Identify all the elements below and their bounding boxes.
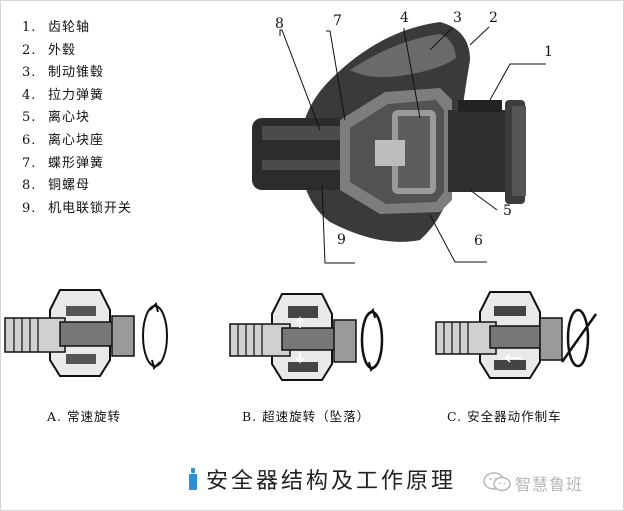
parts-legend: 1.齿轮轴 2.外毂 3.制动锥毂 4.拉力弹簧 5.离心块 6.离心块座 7.…: [22, 16, 192, 219]
legend-item: 4.拉力弹簧: [22, 87, 105, 103]
callout-label: 8: [275, 16, 284, 32]
outer-hub-highlight: [350, 34, 456, 78]
legend-item: 7.蝶形弹簧: [22, 155, 105, 171]
legend-item: 8.铜螺母: [22, 178, 91, 194]
legend-item: 6.离心块座: [22, 132, 105, 148]
callout-label: 3: [453, 10, 462, 26]
callout-label: 6: [474, 233, 483, 249]
callout-label: 7: [333, 13, 342, 29]
caption-accent-icon: [189, 468, 197, 490]
callout-label: 1: [544, 44, 553, 60]
stage-a-diagram: [4, 289, 168, 377]
figure-caption: 安全器结构及工作原理: [206, 469, 457, 494]
legend-item: 1.齿轮轴: [22, 20, 91, 35]
legend-item: 2.外毂: [22, 42, 77, 58]
stage-caption: A. 常速旋转: [47, 409, 121, 424]
callout-label: 5: [503, 203, 512, 219]
callout-label: 4: [400, 10, 409, 26]
stage-b-diagram: [229, 293, 384, 381]
callout-label: 2: [489, 10, 498, 26]
legend-item: 5.离心块: [22, 110, 91, 126]
legend-item: 9.机电联锁开关: [22, 200, 133, 216]
callout-label: 9: [337, 232, 346, 248]
watermark-text: 智慧鲁班: [515, 475, 584, 494]
safety-device-cutaway: [252, 22, 546, 264]
stage-caption: C. 安全器动作制车: [447, 409, 562, 424]
gear-shaft: [448, 110, 510, 192]
stage-caption: B. 超速旋转（坠落）: [242, 409, 371, 424]
legend-item: 3.制动锥毂: [22, 65, 105, 81]
leader-lines: [279, 26, 546, 264]
stage-c-diagram: [435, 291, 598, 379]
wechat-icon: [483, 472, 511, 492]
